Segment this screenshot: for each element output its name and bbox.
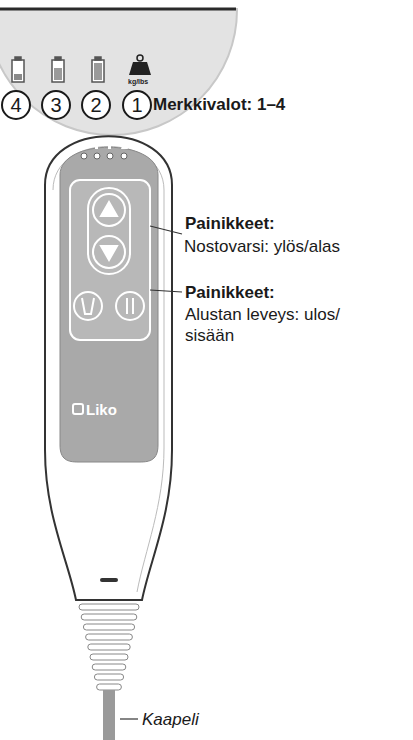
lift-buttons <box>93 194 125 268</box>
unit-label: kg/lbs <box>128 78 148 87</box>
callout-number: 3 <box>50 95 61 115</box>
control-panel <box>60 147 158 462</box>
logo-mark <box>73 404 83 414</box>
callout-text: Alustan leveys: ulos/ sisään <box>185 304 380 347</box>
leader-line <box>120 718 138 719</box>
strain-relief-rib <box>81 614 137 620</box>
callout-number: 4 <box>10 95 21 115</box>
housing-slot <box>100 578 118 582</box>
strain-relief-rib <box>94 674 123 680</box>
strain-relief-rib <box>79 604 139 610</box>
callout-heading: Merkkivalot: 1–4 <box>153 94 285 115</box>
strain-relief-rib <box>90 654 128 660</box>
callout-text: Nostovarsi: ylös/alas <box>184 236 409 257</box>
button-pad <box>70 180 150 340</box>
weight-icon <box>129 55 151 75</box>
magnifier-clip <box>0 0 260 8</box>
part-label: Kaapeli <box>142 709 199 730</box>
callout-circle: 2 <box>81 90 111 120</box>
callout-circle: 3 <box>41 90 71 120</box>
callout-heading: Painikkeet: <box>185 282 275 303</box>
indicator-leds <box>81 143 128 159</box>
magnifier-circle <box>0 0 237 135</box>
base-width-buttons <box>74 292 144 320</box>
leader-line <box>150 290 182 292</box>
strain-relief <box>79 604 139 690</box>
lift-button-frame <box>88 188 130 274</box>
callout-number: 1 <box>131 95 142 115</box>
strain-relief-rib <box>86 634 133 640</box>
callout-circle: 4 <box>1 90 31 120</box>
controller-housing <box>45 136 172 600</box>
battery-icons <box>12 57 104 82</box>
leader-line <box>150 226 182 234</box>
strain-relief-rib <box>88 644 130 650</box>
callout-heading: Painikkeet: <box>185 213 275 234</box>
strain-relief-rib <box>97 684 122 690</box>
strain-relief-rib <box>92 664 126 670</box>
strain-relief-rib <box>83 624 134 630</box>
housing-edge <box>53 147 164 593</box>
magnifier-edge <box>0 8 236 11</box>
callout-number: 2 <box>90 95 101 115</box>
brand-logo: Liko <box>86 401 117 420</box>
cable <box>103 690 115 740</box>
callout-circle: 1 <box>122 90 152 120</box>
